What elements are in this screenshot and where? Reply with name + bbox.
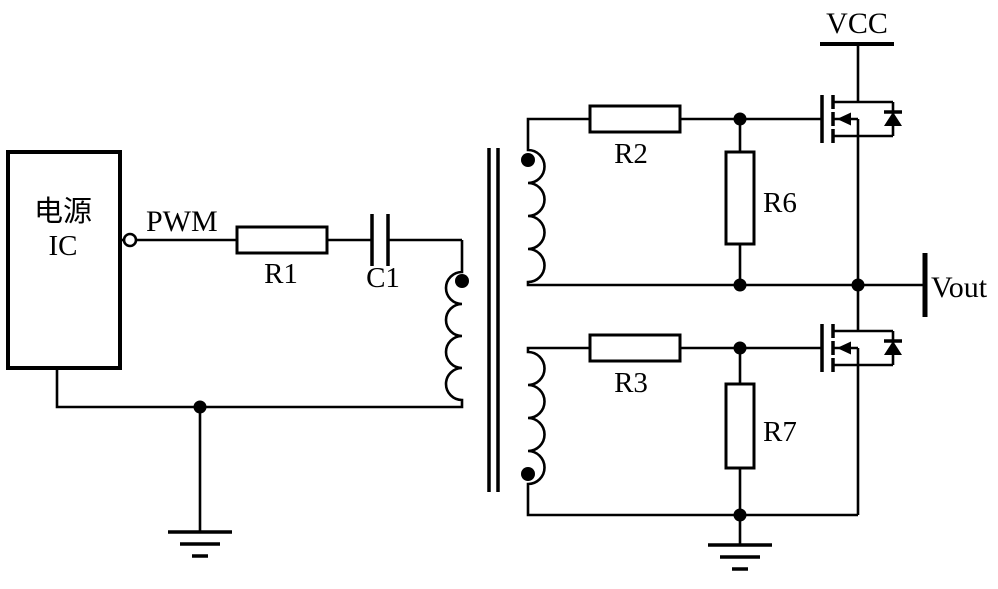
capacitor-c1: C1	[366, 214, 462, 294]
secondary-winding-bottom	[526, 346, 858, 517]
vout-terminal: Vout	[922, 253, 988, 317]
resistor-r3: R3	[588, 333, 822, 399]
polarity-dot-primary	[455, 274, 469, 288]
pwm-terminal-circle	[122, 232, 138, 248]
resistor-r6-body	[724, 150, 756, 246]
vcc-label: VCC	[826, 7, 888, 40]
junction-dot	[733, 341, 747, 355]
body-diode-triangle	[884, 112, 902, 126]
resistor-r1-body	[235, 225, 329, 255]
resistor-r6: R6	[724, 112, 797, 292]
vcc-rail: VCC	[820, 7, 894, 102]
ground-symbol-left	[168, 400, 232, 558]
capacitor-c1-label: C1	[366, 262, 400, 294]
resistor-r7-label: R7	[763, 416, 797, 448]
power-ic-box	[6, 150, 122, 370]
mosfet-arrow	[837, 341, 851, 355]
resistor-r1-label: R1	[264, 258, 298, 290]
junction-dot	[851, 278, 865, 292]
resistor-r7: R7	[724, 341, 797, 522]
body-diode-triangle	[884, 341, 902, 355]
resistor-r1: R1	[137, 225, 372, 290]
resistor-r2: R2	[588, 104, 822, 170]
mosfet-top	[820, 95, 902, 285]
ground-symbol-right	[708, 515, 772, 571]
resistor-r3-body	[588, 333, 682, 363]
secondary-winding-top	[526, 117, 925, 287]
junction-dot	[733, 278, 747, 292]
resistor-r6-label: R6	[763, 187, 797, 219]
power-ic-label-line1: 电源	[34, 195, 92, 228]
power-ic-label-line2: IC	[49, 230, 78, 262]
pwm-terminal: PWM	[120, 205, 218, 248]
transformer	[55, 117, 925, 517]
junction-dot	[733, 112, 747, 126]
power-ic: 电源 IC	[6, 150, 122, 370]
resistor-r3-label: R3	[614, 367, 648, 399]
vout-label: Vout	[931, 271, 988, 304]
resistor-r2-body	[588, 104, 682, 134]
pwm-label: PWM	[146, 205, 218, 238]
resistor-r7-body	[724, 382, 756, 470]
mosfet-bottom	[820, 278, 902, 515]
junction-dot	[193, 400, 207, 414]
primary-winding	[55, 240, 464, 409]
polarity-dot-secondary-top	[521, 153, 535, 167]
mosfet-arrow	[837, 112, 851, 126]
resistor-r2-label: R2	[614, 138, 648, 170]
polarity-dot-secondary-bottom	[521, 467, 535, 481]
